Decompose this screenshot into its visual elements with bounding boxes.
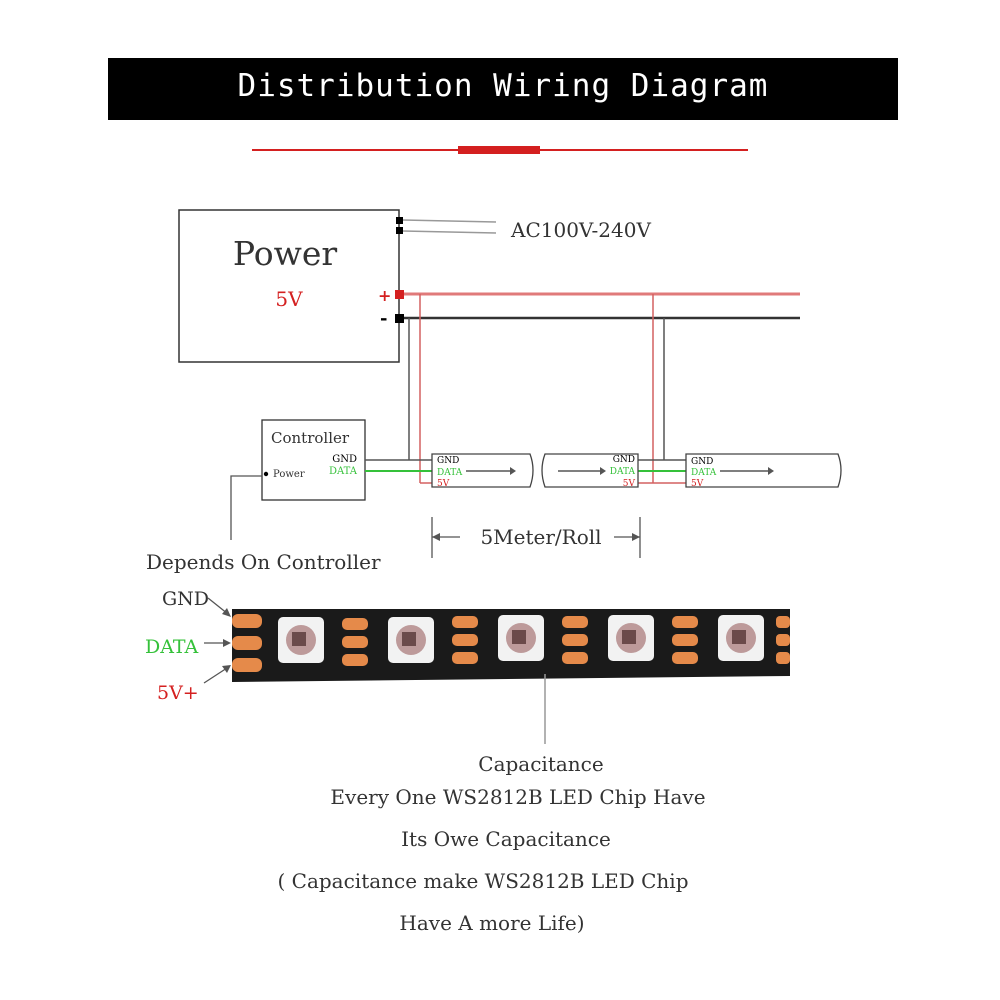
strip2-gnd: GND bbox=[613, 455, 635, 465]
plus-terminal bbox=[395, 290, 404, 299]
minus-terminal bbox=[395, 314, 404, 323]
led-unit-1 bbox=[278, 617, 324, 663]
ac-terminal-1 bbox=[396, 217, 403, 224]
ac-wire-1 bbox=[402, 219, 497, 223]
led-unit-5 bbox=[718, 615, 764, 661]
controller-power-lead bbox=[230, 475, 262, 540]
strip1-gnd: GND bbox=[437, 456, 459, 466]
strip2-arrowhead bbox=[600, 467, 606, 475]
plus-sign: + bbox=[378, 286, 391, 305]
title-banner: Distribution Wiring Diagram bbox=[108, 58, 898, 120]
strip2-data: DATA bbox=[610, 467, 636, 477]
pad-arrowhead-data bbox=[223, 639, 231, 647]
led-unit-3 bbox=[498, 615, 544, 661]
ac-wire-2 bbox=[402, 230, 497, 234]
strip1-arrowhead bbox=[510, 467, 516, 475]
cut-pads-3 bbox=[562, 616, 588, 664]
strip3-data: DATA bbox=[691, 468, 717, 478]
strip3-5v: 5V bbox=[691, 479, 704, 489]
capacitance-line3: ( Capacitance make WS2812B LED Chip bbox=[277, 869, 688, 893]
strip2-5v: 5V bbox=[623, 479, 636, 489]
pad-gnd bbox=[232, 614, 262, 628]
strip3-gnd: GND bbox=[691, 457, 713, 467]
cut-pads-5 bbox=[776, 616, 790, 664]
cut-pads-1 bbox=[342, 618, 368, 666]
minus-sign: - bbox=[380, 308, 387, 329]
pad-arrowhead-5v bbox=[222, 665, 231, 673]
roll-arrow-left bbox=[432, 533, 440, 541]
capacitance-line2: Its Owe Capacitance bbox=[401, 827, 611, 851]
power-box bbox=[178, 209, 400, 363]
pad-arrowhead-gnd bbox=[222, 608, 231, 617]
cut-pads-4 bbox=[672, 616, 698, 664]
strip1-data: DATA bbox=[437, 468, 463, 478]
pad-label-gnd: GND bbox=[162, 588, 209, 610]
strip1-5v: 5V bbox=[437, 479, 450, 489]
capacitance-line1: Every One WS2812B LED Chip Have bbox=[330, 785, 705, 809]
depends-label: Depends On Controller bbox=[146, 550, 381, 574]
led-unit-2 bbox=[388, 617, 434, 663]
strip3-arrowhead bbox=[768, 467, 774, 475]
capacitance-title: Capacitance bbox=[478, 752, 603, 776]
led-unit-4 bbox=[608, 615, 654, 661]
pad-label-5v: 5V+ bbox=[157, 682, 199, 704]
pad-arrow-5v bbox=[203, 667, 228, 684]
page-title: Distribution Wiring Diagram bbox=[237, 68, 769, 104]
ac-terminal-2 bbox=[396, 227, 403, 234]
controller-box bbox=[261, 419, 366, 501]
pad-data bbox=[232, 636, 262, 650]
pad-5v bbox=[232, 658, 262, 672]
ac-label: AC100V-240V bbox=[510, 218, 651, 242]
controller-data: DATA bbox=[329, 466, 358, 477]
cut-pads-2 bbox=[452, 616, 478, 664]
roll-label: 5Meter/Roll bbox=[480, 525, 601, 549]
power-title: Power bbox=[233, 234, 338, 273]
roll-arrow-right bbox=[632, 533, 640, 541]
controller-power-dot bbox=[263, 471, 269, 477]
controller-gnd: GND bbox=[332, 454, 357, 465]
power-voltage: 5V bbox=[275, 287, 303, 311]
capacitance-line4: Have A more Life) bbox=[399, 911, 584, 935]
controller-power: Power bbox=[273, 469, 305, 480]
divider-accent bbox=[458, 146, 540, 154]
pad-label-data: DATA bbox=[145, 636, 199, 658]
controller-title: Controller bbox=[271, 429, 350, 447]
